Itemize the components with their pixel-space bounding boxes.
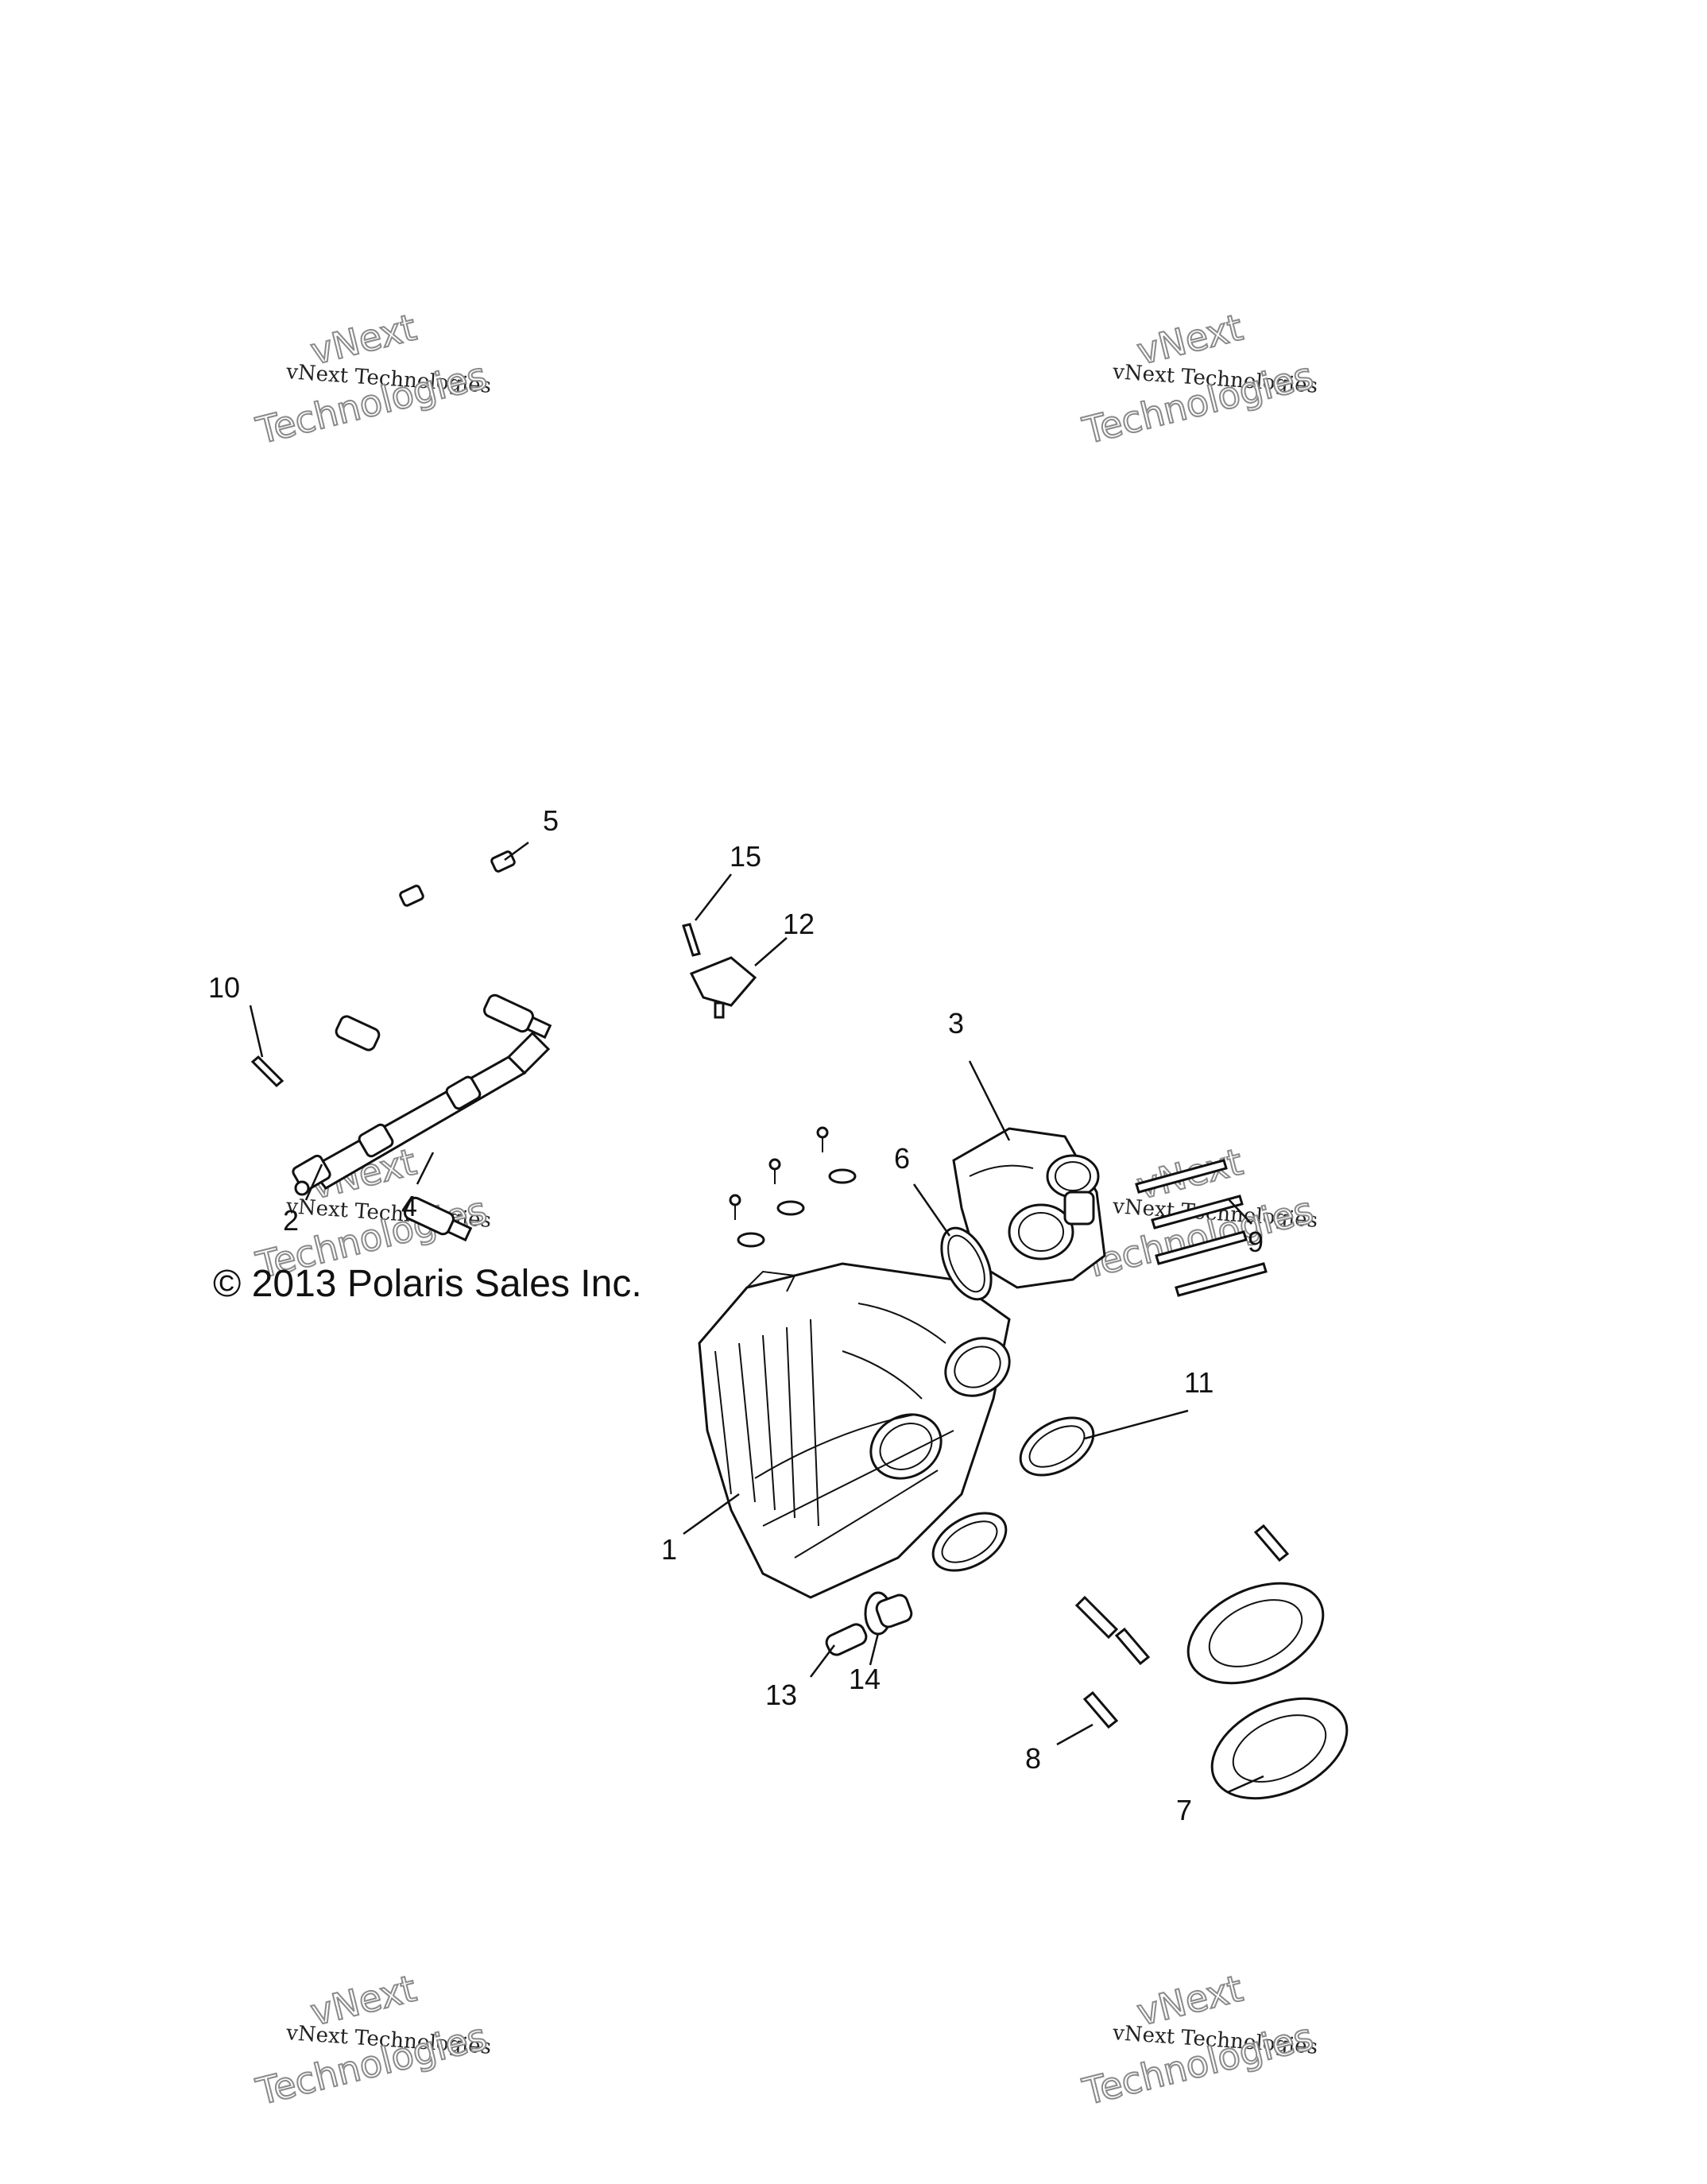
callout-2: 2 xyxy=(283,1204,299,1237)
callout-8: 8 xyxy=(1025,1742,1041,1775)
gasket-ring-part xyxy=(940,1226,993,1301)
fuel-rail-part xyxy=(292,1031,551,1196)
callout-15: 15 xyxy=(730,840,761,873)
callout-9: 9 xyxy=(1248,1226,1264,1258)
screw-washer-parts xyxy=(729,1126,857,1248)
callout-10: 10 xyxy=(208,971,240,1004)
callout-4: 4 xyxy=(401,1190,417,1222)
hose-clamp-parts xyxy=(931,1416,1095,1572)
intake-boot-parts xyxy=(1186,1582,1349,1800)
leader-lines xyxy=(249,841,1264,1794)
plug-part xyxy=(825,1623,868,1656)
intake-plenum-part xyxy=(698,1262,1011,1599)
boot-bolt-parts xyxy=(1074,1524,1290,1729)
retaining-clip-parts xyxy=(399,850,516,907)
callout-13: 13 xyxy=(765,1679,797,1711)
sensor-screw-part xyxy=(682,923,701,957)
throttle-bolt-parts xyxy=(1135,1159,1268,1297)
callout-3: 3 xyxy=(948,1007,964,1040)
callout-6: 6 xyxy=(894,1142,910,1175)
callout-12: 12 xyxy=(783,908,815,940)
grommet-part xyxy=(864,1591,913,1636)
callout-1: 1 xyxy=(661,1533,677,1566)
copyright-notice: © 2013 Polaris Sales Inc. xyxy=(213,1263,642,1305)
callout-14: 14 xyxy=(849,1663,881,1695)
rail-bolt-part xyxy=(250,1055,284,1088)
fuel-injector-parts xyxy=(335,993,552,1242)
callout-7: 7 xyxy=(1176,1794,1192,1826)
callout-11: 11 xyxy=(1184,1366,1213,1399)
callout-5: 5 xyxy=(543,804,559,837)
map-sensor-part xyxy=(689,956,757,1019)
